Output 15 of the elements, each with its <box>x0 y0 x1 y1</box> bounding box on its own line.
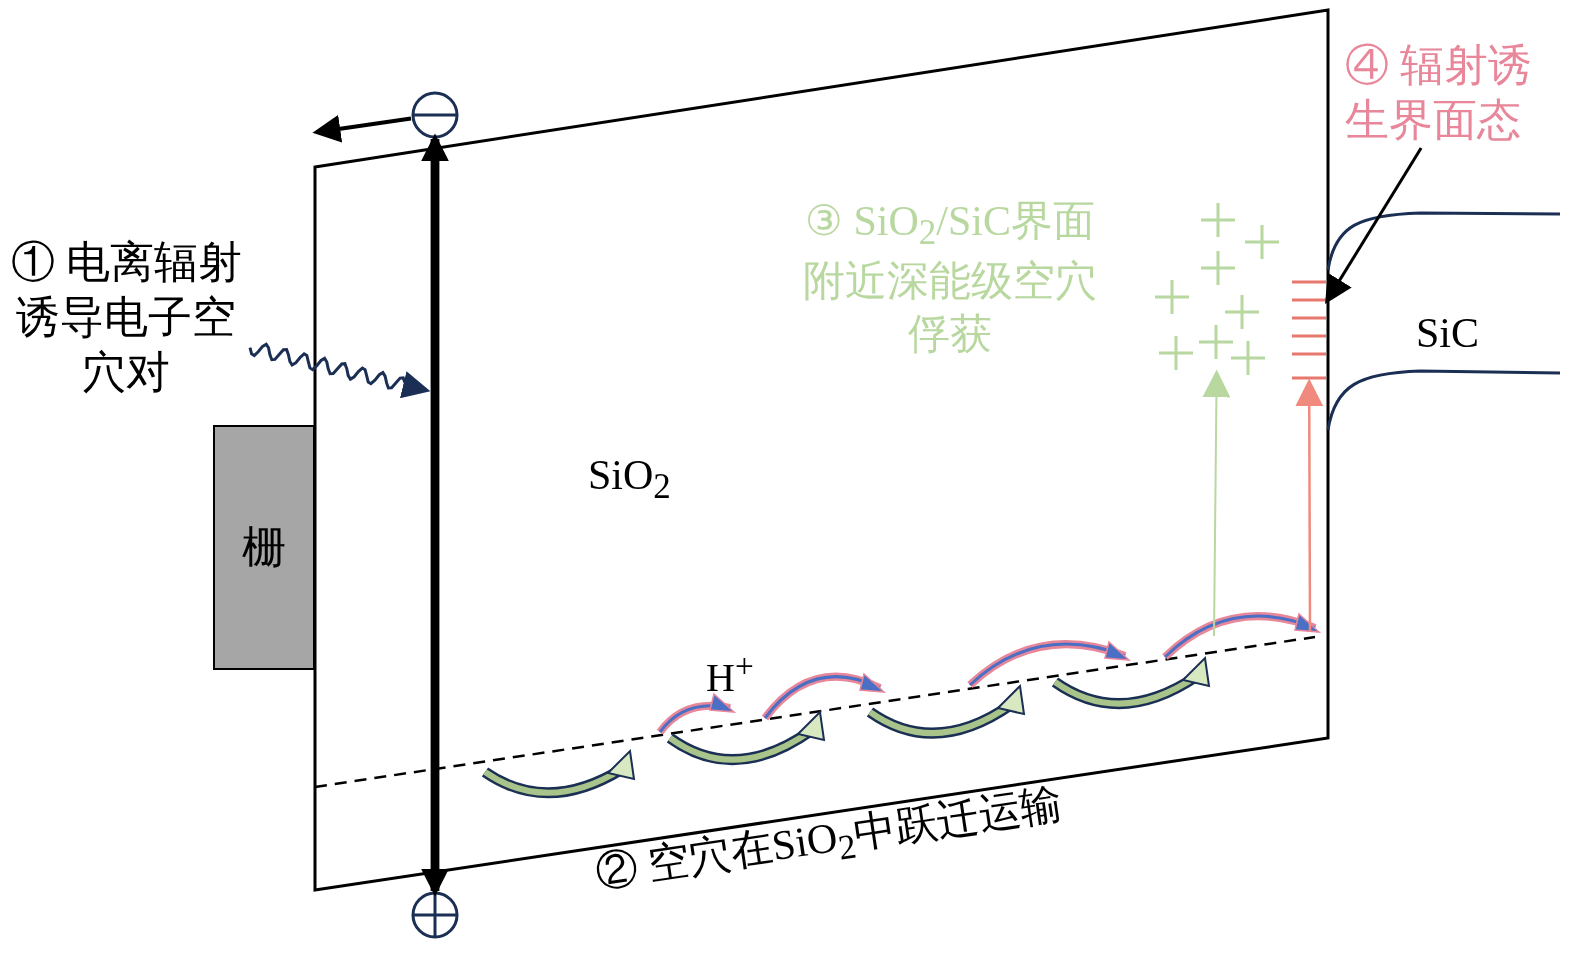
annotation-text: ④ 辐射诱生界面态 <box>1345 38 1565 148</box>
double-arrow <box>421 133 449 897</box>
wavy-arrow <box>248 342 431 399</box>
minus-circle-icon <box>411 91 459 139</box>
arrow <box>1202 369 1231 637</box>
region-label: SiC <box>1416 309 1480 358</box>
annotation-text: ① 电离辐射诱导电子空穴对 <box>2 235 250 400</box>
gate-block: 栅 <box>213 425 315 670</box>
annotation-text: ③ SiO$_{2}$/SiC界面附近深能级空穴俘获 <box>785 195 1115 361</box>
arrow <box>1295 378 1324 632</box>
leader-arrow <box>1325 147 1423 304</box>
arrow <box>312 114 412 143</box>
plus-circle-icon <box>411 891 459 939</box>
region-label: SiO$_{2}$ <box>588 451 671 509</box>
ion-label: H$^{+}$ <box>706 646 754 703</box>
